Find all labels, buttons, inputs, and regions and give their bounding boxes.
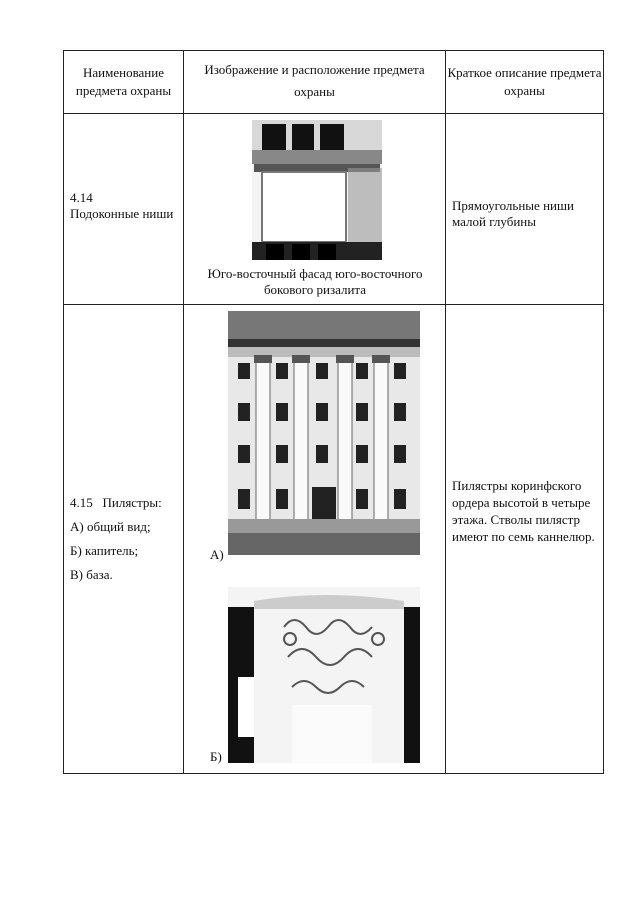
header-image: Изображение и расположение предмета охра… bbox=[183, 50, 446, 114]
image-label-a: А) bbox=[210, 547, 224, 562]
table-header-row: Наименование предмета охраны Изображение… bbox=[63, 50, 604, 114]
row-description: Прямоугольные ниши малой глубины bbox=[452, 198, 574, 229]
capital-detail-photo bbox=[228, 587, 420, 763]
header-description: Краткое описание предмета охраны bbox=[445, 50, 604, 114]
window-niche-photo bbox=[252, 120, 382, 260]
header-image-text: Изображение и расположение предмета охра… bbox=[204, 62, 425, 99]
image-caption: Юго-восточный фасад юго-восточного боков… bbox=[207, 266, 423, 297]
header-name-text: Наименование предмета охраны bbox=[75, 65, 172, 98]
table-row: 4.15 Пилястры: А) общий вид; Б) капитель… bbox=[63, 304, 604, 774]
row-item-c: В) база. bbox=[70, 567, 113, 582]
row-description-cell: Пилястры коринфского ордера высотой в че… bbox=[445, 304, 604, 774]
row-description: Пилястры коринфского ордера высотой в че… bbox=[452, 478, 595, 544]
row-image-cell: Юго-восточный фасад юго-восточного боков… bbox=[183, 113, 446, 305]
row-name-cell: 4.14 Подоконные ниши bbox=[63, 113, 184, 305]
header-description-text: Краткое описание предмета охраны bbox=[447, 65, 602, 98]
row-name: Подоконные ниши bbox=[70, 206, 174, 221]
table-row: 4.14 Подоконные ниши Юго-восточный фас bbox=[63, 113, 604, 305]
row-image-cell: А) Б) bbox=[183, 304, 446, 774]
row-item-b: Б) капитель; bbox=[70, 543, 139, 558]
facade-overview-photo bbox=[228, 311, 420, 555]
row-name-cell: 4.15 Пилястры: А) общий вид; Б) капитель… bbox=[63, 304, 184, 774]
protection-table: Наименование предмета охраны Изображение… bbox=[63, 50, 604, 774]
row-number: 4.15 bbox=[70, 495, 93, 510]
row-name: Пилястры: bbox=[102, 495, 162, 510]
header-name: Наименование предмета охраны bbox=[63, 50, 184, 114]
row-item-a: А) общий вид; bbox=[70, 519, 151, 534]
image-label-b: Б) bbox=[210, 749, 222, 764]
row-number: 4.14 bbox=[70, 190, 93, 205]
row-description-cell: Прямоугольные ниши малой глубины bbox=[445, 113, 604, 305]
